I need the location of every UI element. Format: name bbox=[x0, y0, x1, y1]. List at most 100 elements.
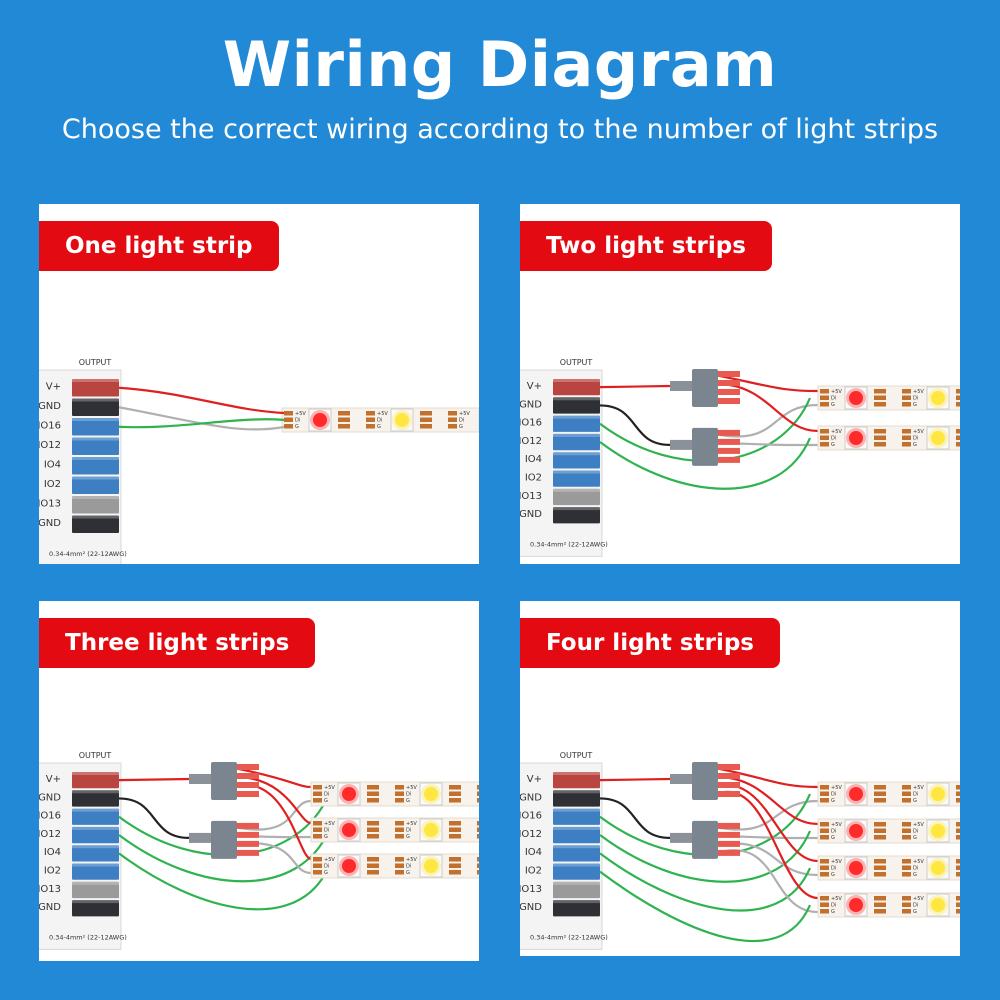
strip-resistor bbox=[874, 902, 886, 907]
led-light bbox=[342, 787, 356, 801]
terminal-label: IO13 bbox=[520, 491, 542, 502]
strip-pad bbox=[902, 872, 911, 877]
wire-ground bbox=[719, 799, 819, 831]
connector-lever bbox=[237, 849, 259, 856]
pad-label: +5V bbox=[831, 859, 842, 865]
terminal-slot bbox=[72, 881, 119, 899]
connector-inlet bbox=[189, 774, 211, 784]
strip-pad bbox=[366, 417, 375, 422]
pad-label: +5V bbox=[831, 429, 842, 435]
controller-terminal-block: OUTPUTV+GNDIO16IO12IO4IO2IO13GND0.34-4mm… bbox=[39, 751, 127, 950]
led-light bbox=[313, 413, 327, 427]
strip-resistor bbox=[420, 424, 432, 429]
panel-label: Four light strips bbox=[520, 618, 780, 668]
strip-pad bbox=[284, 424, 293, 429]
connector-lever bbox=[718, 764, 740, 770]
connector-lever bbox=[718, 849, 740, 856]
page-title: Wiring Diagram bbox=[222, 28, 778, 101]
terminal-highlight bbox=[553, 772, 600, 775]
terminal-highlight bbox=[72, 496, 119, 499]
strip-resistor bbox=[420, 417, 432, 422]
led-light bbox=[424, 859, 438, 873]
wire-ground bbox=[599, 404, 671, 446]
led-light bbox=[849, 391, 863, 405]
wire-power bbox=[719, 374, 819, 393]
strip-resistor bbox=[420, 411, 432, 416]
strip-resistor bbox=[956, 909, 960, 914]
connector-inlet bbox=[670, 381, 692, 391]
terminal-slot bbox=[72, 418, 119, 436]
output-label: OUTPUT bbox=[79, 358, 112, 367]
strip-resistor bbox=[874, 872, 886, 877]
strip-resistor bbox=[874, 909, 886, 914]
strip-pad bbox=[902, 859, 911, 864]
terminal-highlight bbox=[72, 379, 119, 382]
strip-pad bbox=[313, 834, 322, 839]
strip-pad bbox=[902, 828, 911, 833]
lever-connector bbox=[670, 820, 740, 859]
strip-pad bbox=[448, 424, 457, 429]
terminal-label: IO13 bbox=[520, 884, 542, 895]
pad-label: Di bbox=[295, 418, 300, 424]
wire-power bbox=[599, 384, 671, 389]
connector-lever bbox=[718, 782, 740, 788]
lever-connector bbox=[670, 762, 740, 800]
strip-resistor bbox=[449, 785, 461, 790]
pad-label: G bbox=[295, 424, 299, 430]
terminal-slot bbox=[72, 790, 119, 807]
terminal-highlight bbox=[553, 415, 600, 419]
pad-label: Di bbox=[831, 792, 836, 798]
led-light bbox=[849, 431, 863, 445]
terminal-highlight bbox=[553, 790, 600, 794]
terminal-label: IO16 bbox=[520, 811, 542, 822]
terminal-label: IO12 bbox=[520, 436, 542, 447]
terminal-label: IO2 bbox=[44, 479, 61, 490]
strip-pad bbox=[395, 791, 404, 796]
terminal-slot bbox=[72, 496, 119, 514]
terminal-highlight bbox=[553, 900, 600, 904]
strip-resistor bbox=[338, 424, 350, 429]
terminal-slot bbox=[72, 863, 119, 880]
terminal-slot bbox=[72, 772, 119, 789]
pad-label: Di bbox=[913, 829, 918, 835]
wiring-diagram-three: OUTPUTV+GNDIO16IO12IO4IO2IO13GND0.34-4mm… bbox=[39, 751, 479, 950]
strip-pad bbox=[820, 835, 829, 840]
wire-data bbox=[599, 830, 812, 883]
wire-spec-label: 0.34-4mm² (22-12AWG) bbox=[49, 933, 127, 941]
led-light bbox=[931, 898, 945, 912]
strip-resistor bbox=[956, 389, 960, 394]
strip-pad bbox=[477, 857, 479, 862]
strip-resistor bbox=[367, 827, 379, 832]
terminal-slot bbox=[553, 415, 600, 432]
pad-label: G bbox=[913, 402, 917, 408]
strip-pad bbox=[395, 857, 404, 862]
strip-resistor bbox=[874, 828, 886, 833]
terminal-label: IO4 bbox=[525, 847, 542, 858]
led-light bbox=[424, 787, 438, 801]
led-light bbox=[849, 787, 863, 801]
terminal-highlight bbox=[72, 900, 119, 904]
wire-power bbox=[238, 775, 312, 825]
strip-pad bbox=[313, 857, 322, 862]
pad-label: +5V bbox=[913, 389, 924, 395]
strip-pad bbox=[313, 791, 322, 796]
wire-spec-label: 0.34-4mm² (22-12AWG) bbox=[530, 933, 608, 941]
wire-data bbox=[118, 418, 285, 429]
wire-ground bbox=[118, 406, 285, 431]
strip-resistor bbox=[874, 389, 886, 394]
lever-connector bbox=[670, 369, 740, 407]
strip-pad bbox=[902, 389, 911, 394]
terminal-label: IO12 bbox=[39, 829, 61, 840]
wire-data bbox=[599, 870, 812, 943]
led-light bbox=[342, 859, 356, 873]
connector-body bbox=[692, 820, 718, 859]
strip-pad bbox=[477, 863, 479, 868]
pad-label: G bbox=[831, 872, 835, 878]
pad-label: G bbox=[406, 870, 410, 876]
pad-label: +5V bbox=[831, 389, 842, 395]
led-light bbox=[424, 823, 438, 837]
